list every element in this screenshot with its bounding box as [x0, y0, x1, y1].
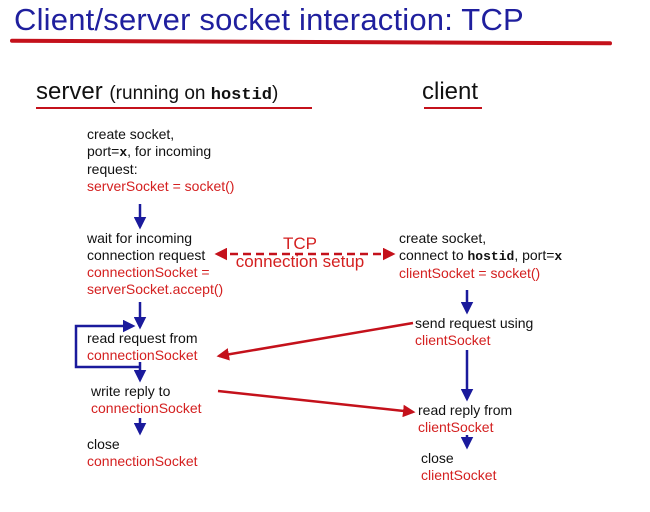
client-read-code: clientSocket [418, 419, 494, 435]
server-paren-close: ) [271, 83, 279, 104]
client-read-line1: read reply from [418, 402, 513, 418]
server-write-step: write reply to connectionSocket [91, 383, 202, 417]
client-create-socket-step: create socket, connect to hostid, port=x… [399, 230, 562, 282]
server-wait-line1: wait for incoming [87, 230, 193, 246]
client-read-step: read reply from clientSocket [418, 402, 512, 436]
server-close-code: connectionSocket [87, 453, 198, 469]
client-connect-prefix: connect to [399, 247, 468, 263]
client-create-line1: create socket, [399, 230, 487, 246]
client-send-line1: send request using [415, 315, 534, 331]
server-close-line1: close [87, 436, 120, 452]
slide-title: Client/server socket interaction: TCP [14, 2, 524, 37]
request-arrow [216, 321, 414, 361]
client-send-step: send request using clientSocket [415, 315, 533, 349]
server-port-suffix: , for incoming [127, 143, 212, 159]
server-create-line1: create socket, [87, 126, 175, 142]
server-wait-line2: connection request [87, 247, 206, 263]
client-header-underline [424, 107, 482, 109]
server-port-value: x [119, 145, 128, 160]
client-port-value: x [554, 249, 563, 264]
client-port-prefix: , port= [514, 247, 555, 263]
server-header-underline [36, 107, 312, 109]
client-close-step: close clientSocket [421, 450, 496, 484]
server-label: server [36, 78, 103, 105]
server-accept-code1: connectionSocket = [87, 264, 210, 280]
server-socket-code: serverSocket = socket() [87, 178, 235, 194]
client-hostid: hostid [467, 249, 515, 264]
server-read-step: read request from connectionSocket [87, 330, 198, 364]
server-create-line2: port=x, for incoming [87, 143, 234, 161]
server-paren-open: (running on [109, 83, 211, 104]
server-create-line3: request: [87, 161, 138, 177]
client-socket-code: clientSocket = socket() [399, 265, 541, 281]
reply-arrow [217, 389, 416, 418]
server-write-line1: write reply to [91, 383, 171, 399]
server-close-step: close connectionSocket [87, 436, 198, 470]
client-send-code: clientSocket [415, 332, 491, 348]
server-port-prefix: port= [87, 143, 120, 159]
client-column-header: client [422, 78, 479, 105]
client-close-code: clientSocket [421, 467, 497, 483]
server-write-code: connectionSocket [91, 400, 202, 416]
server-loop-arrow [74, 319, 140, 369]
server-hostid: hostid [210, 86, 272, 105]
server-read-line1: read request from [87, 330, 198, 346]
server-accept-code2: serverSocket.accept() [87, 281, 224, 297]
client-close-line1: close [421, 450, 454, 466]
server-wait-step: wait for incoming connection request con… [87, 230, 223, 298]
server-create-socket-step: create socket, port=x, for incoming requ… [87, 126, 234, 195]
client-create-line2: connect to hostid, port=x [399, 247, 562, 265]
server-column-header: server (running on hostid) [36, 78, 278, 106]
server-read-code: connectionSocket [87, 347, 198, 363]
